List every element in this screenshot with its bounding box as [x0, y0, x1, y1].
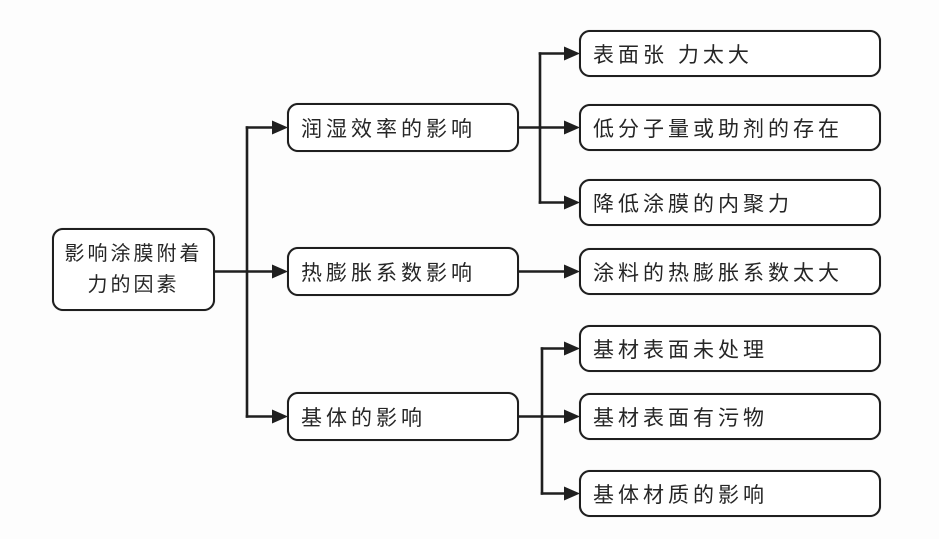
node-leaf-label: 基材表面有污物: [593, 406, 768, 430]
node-leaf-surface-tension: 表面张 力太大: [579, 30, 881, 77]
node-leaf-label: 低分子量或助剂的存在: [593, 117, 843, 141]
node-branch-wetting-efficiency: 润湿效率的影响: [287, 103, 519, 152]
node-leaf-surface-contaminated: 基材表面有污物: [579, 393, 881, 440]
node-leaf-surface-untreated: 基材表面未处理: [579, 325, 881, 372]
connector-root-to-branches: [213, 120, 288, 424]
connector-substrate-to-leaves: [517, 341, 580, 501]
node-branch-thermal-expansion: 热膨胀系数影响: [287, 247, 519, 296]
node-root-label-line1: 影响涂膜附着: [64, 242, 203, 265]
node-leaf-label: 基材表面未处理: [593, 338, 768, 362]
node-root-factors: 影响涂膜附着 力的因素: [52, 228, 215, 311]
connector-thermal-to-leaf: [517, 264, 580, 279]
node-leaf-substrate-material: 基体材质的影响: [579, 470, 881, 517]
node-leaf-label: 基体材质的影响: [593, 483, 768, 507]
node-leaf-label: 涂料的热膨胀系数太大: [593, 261, 843, 285]
node-branch-label: 基体的影响: [301, 406, 426, 430]
node-root-label-line2: 力的因素: [87, 273, 180, 296]
node-leaf-low-molecular-weight: 低分子量或助剂的存在: [579, 104, 881, 151]
node-leaf-reduce-cohesion: 降低涂膜的内聚力: [579, 179, 881, 226]
node-branch-label: 热膨胀系数影响: [301, 261, 476, 285]
node-leaf-label: 降低涂膜的内聚力: [593, 192, 793, 216]
node-root-label: 影响涂膜附着 力的因素: [65, 239, 203, 301]
node-branch-substrate: 基体的影响: [287, 392, 519, 441]
node-leaf-label: 表面张 力太大: [593, 43, 753, 67]
node-leaf-coating-expansion-too-large: 涂料的热膨胀系数太大: [579, 248, 881, 295]
connector-wetting-to-leaves: [517, 46, 580, 210]
node-branch-label: 润湿效率的影响: [301, 117, 476, 141]
